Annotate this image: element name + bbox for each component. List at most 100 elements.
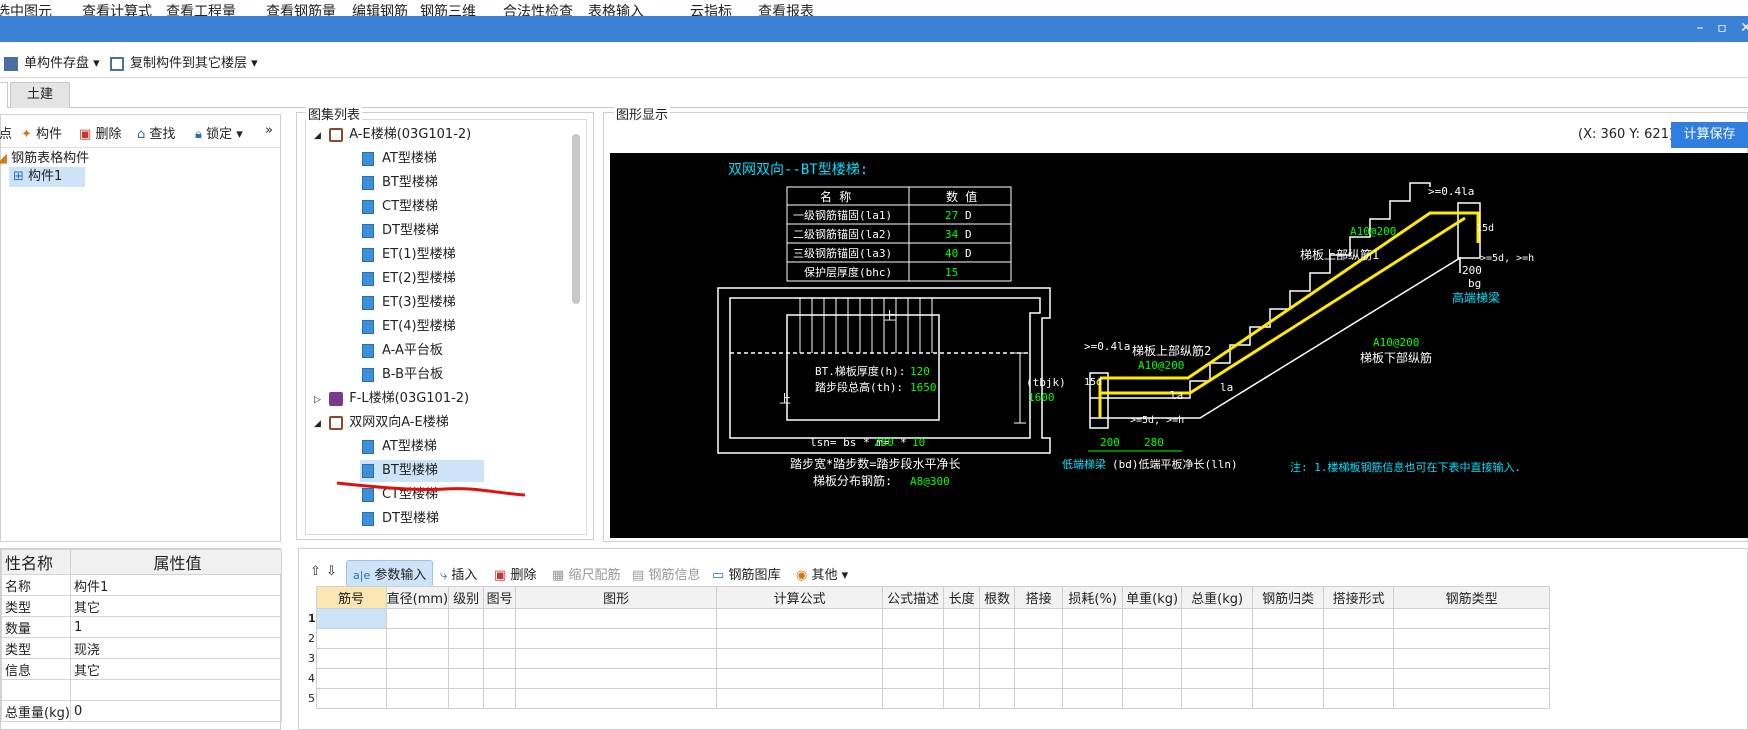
grid-cell[interactable] [385, 648, 450, 669]
table-row[interactable]: 3 [308, 648, 1551, 669]
grid-cell[interactable] [448, 648, 485, 669]
save-single-button[interactable]: 单构件存盘 ▾ [4, 52, 100, 71]
grid-header[interactable]: 钢筋归类 [1252, 586, 1325, 609]
prop-value[interactable]: 构件1 [69, 574, 283, 596]
grid-header[interactable]: 总重(kg) [1181, 586, 1254, 609]
prop-row[interactable] [1, 679, 283, 701]
grid-cell[interactable] [1393, 608, 1551, 629]
grid-cell[interactable] [515, 688, 718, 709]
grid-cell[interactable] [448, 608, 485, 629]
more-arrow-icon[interactable]: » [265, 123, 273, 138]
atlas-item[interactable]: B-B平台板 [362, 364, 443, 386]
grid-cell[interactable] [315, 608, 387, 629]
copy-to-floor-button[interactable]: 复制构件到其它楼层 ▾ [110, 52, 258, 71]
grid-cell[interactable] [483, 668, 517, 689]
grid-cell[interactable] [882, 608, 945, 629]
grid-header[interactable]: 搭接 [1014, 586, 1064, 609]
grid-cell[interactable] [515, 628, 718, 649]
scale-rebar-button[interactable]: ▦ 缩尺配筋 [552, 568, 621, 583]
grid-cell[interactable] [1014, 668, 1064, 689]
grid-cell[interactable] [385, 688, 450, 709]
tree-group-ae[interactable]: ◢ A-E楼梯(03G101-2) [314, 127, 472, 142]
grid-cell[interactable] [943, 648, 981, 669]
grid-cell[interactable] [385, 628, 450, 649]
atlas-item[interactable]: DT型楼梯 [362, 220, 439, 242]
table-row[interactable]: 4 [308, 668, 1551, 689]
menu-item[interactable]: 编辑钢筋 [352, 4, 408, 16]
calc-save-button[interactable]: 计算保存 [1671, 122, 1748, 148]
grid-cell[interactable] [943, 668, 981, 689]
grid-cell[interactable] [1393, 648, 1551, 669]
rebar-library-button[interactable]: ▭ 钢筋图库 [712, 568, 781, 583]
grid-cell[interactable] [1181, 628, 1254, 649]
grid-cell[interactable] [483, 608, 517, 629]
grid-cell[interactable] [1252, 688, 1325, 709]
prop-value[interactable]: 其它 [69, 595, 283, 617]
menu-item[interactable]: 云指标 [690, 4, 732, 16]
grid-cell[interactable] [1323, 628, 1395, 649]
scrollbar-thumb[interactable] [572, 134, 580, 304]
minimize-icon[interactable]: – [1696, 20, 1704, 36]
grid-cell[interactable] [315, 668, 387, 689]
grid-cell[interactable] [1252, 628, 1325, 649]
atlas-item[interactable]: A-A平台板 [362, 340, 443, 362]
grid-cell[interactable] [448, 688, 485, 709]
grid-cell[interactable] [943, 608, 981, 629]
table-row[interactable]: 5 [308, 688, 1551, 709]
prop-value[interactable]: 现浇 [69, 637, 283, 659]
atlas-item[interactable]: ET(3)型楼梯 [362, 292, 456, 314]
atlas-item[interactable]: AT型楼梯 [362, 436, 437, 458]
atlas-item[interactable]: ET(4)型楼梯 [362, 316, 456, 338]
grid-cell[interactable] [943, 688, 981, 709]
grid-header[interactable]: 图形 [515, 586, 718, 609]
delete-button[interactable]: ▣ 删除 [79, 127, 122, 142]
grid-cell[interactable] [716, 688, 884, 709]
table-row[interactable]: 1 [308, 608, 1551, 629]
grid-cell[interactable] [979, 608, 1016, 629]
tree-root[interactable]: ◢ 钢筋表格构件 [0, 147, 89, 166]
grid-cell[interactable] [943, 628, 981, 649]
menu-item[interactable]: 合法性检查 [503, 4, 573, 16]
grid-cell[interactable] [315, 688, 387, 709]
maximize-icon[interactable]: ▫ [1717, 20, 1727, 36]
grid-cell[interactable] [1122, 688, 1183, 709]
prop-value[interactable]: 1 [69, 616, 283, 638]
menu-item[interactable]: 选中图元 [0, 4, 52, 16]
grid-cell[interactable] [1014, 628, 1064, 649]
grid-cell[interactable] [716, 648, 884, 669]
prop-row[interactable]: 类型其它 [1, 595, 283, 617]
close-icon[interactable]: ✕ [1740, 20, 1748, 36]
grid-header[interactable]: 钢筋类型 [1393, 586, 1551, 609]
grid-header[interactable]: 直径(mm) [385, 586, 450, 609]
grid-header[interactable]: 公式描述 [882, 586, 945, 609]
grid-cell[interactable] [716, 668, 884, 689]
grid-cell[interactable] [483, 688, 517, 709]
prop-value[interactable] [69, 679, 283, 701]
grid-cell[interactable] [1181, 608, 1254, 629]
grid-cell[interactable] [882, 688, 945, 709]
grid-cell[interactable] [515, 668, 718, 689]
menu-item[interactable]: 钢筋三维 [420, 4, 476, 16]
grid-header[interactable]: 计算公式 [716, 586, 884, 609]
grid-cell[interactable] [483, 648, 517, 669]
move-up-icon[interactable]: ⇧ [310, 564, 321, 579]
grid-cell[interactable] [448, 628, 485, 649]
atlas-item[interactable]: DT型楼梯 [362, 508, 439, 530]
rebar-info-button[interactable]: ▤ 钢筋信息 [632, 568, 701, 583]
prop-row[interactable]: 名称构件1 [1, 574, 283, 596]
grid-cell[interactable] [979, 628, 1016, 649]
grid-cell[interactable] [1181, 688, 1254, 709]
grid-cell[interactable] [315, 628, 387, 649]
grid-cell[interactable] [716, 628, 884, 649]
grid-cell[interactable] [1323, 648, 1395, 669]
menu-item[interactable]: 表格输入 [588, 4, 644, 16]
other-button[interactable]: ◉ 其他 ▾ [796, 568, 849, 583]
grid-cell[interactable] [882, 648, 945, 669]
grid-cell[interactable] [1393, 668, 1551, 689]
prop-value[interactable]: 0 [69, 700, 283, 722]
grid-cell[interactable] [1014, 608, 1064, 629]
prop-value[interactable]: 其它 [69, 658, 283, 680]
grid-header[interactable]: 图号 [483, 586, 517, 609]
atlas-item[interactable]: BT型楼梯 [362, 172, 438, 194]
